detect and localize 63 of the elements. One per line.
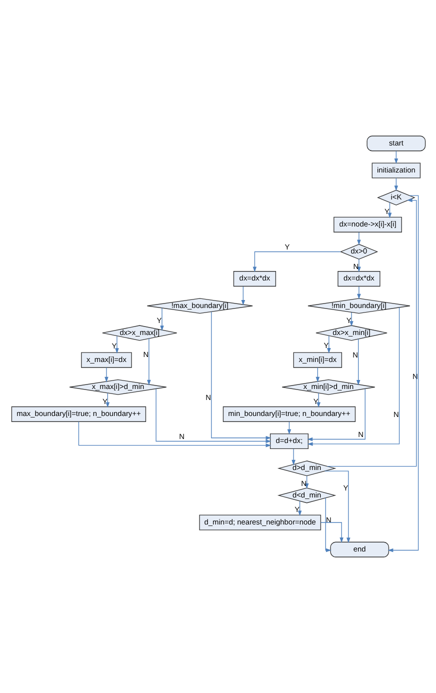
arrow: [104, 367, 108, 382]
arrow: [240, 286, 245, 306]
arrow: [326, 336, 330, 354]
node-box: dx=node->x[i]-x[i]: [333, 216, 402, 232]
arrow: [356, 338, 360, 386]
node-box: d=d+dx;: [269, 433, 308, 450]
edge-label: Y: [284, 242, 290, 252]
node-diamond: d<d_min: [276, 488, 336, 504]
node-box: start: [366, 136, 426, 152]
edge-label: N: [352, 262, 358, 272]
arrow: [324, 498, 331, 552]
edge-label: Y: [111, 341, 116, 350]
edge-label: Y: [294, 505, 300, 514]
edge-label: Y: [323, 341, 328, 350]
edge-label: N: [325, 515, 331, 524]
node-diamond: dx>0: [339, 244, 378, 260]
edge-label: Y: [346, 316, 351, 325]
arrow: [387, 195, 418, 552]
node-diamond: !min_boundary[i]: [307, 298, 410, 314]
arrow: [387, 202, 392, 218]
arrow: [114, 336, 118, 354]
node-box: d_min=d; nearest_neighbor=node: [198, 514, 321, 530]
node-box: dx=dx*dx: [232, 271, 276, 287]
node-diamond: dx>x_min[i]: [315, 325, 387, 341]
arrow: [320, 522, 343, 543]
node-box: x_min[i]=dx: [292, 352, 342, 368]
arrow: [356, 232, 360, 246]
node-box: x_max[i]=dx: [80, 352, 132, 368]
edge-label: N: [142, 350, 148, 360]
edge-label: N: [205, 393, 211, 402]
arrow: [155, 388, 271, 444]
arrow: [316, 392, 320, 408]
edge-label: Y: [312, 396, 318, 406]
edge-label: N: [352, 350, 358, 360]
arrow: [160, 308, 164, 331]
node-box: end: [330, 542, 389, 558]
arrow: [326, 198, 416, 467]
arrow: [105, 392, 110, 408]
arrow: [349, 312, 353, 327]
arrow: [297, 500, 302, 516]
arrow: [252, 251, 340, 272]
arrow: [315, 367, 320, 382]
node-box: max_boundary[i]=true; n_boundary++: [10, 406, 146, 422]
arrow: [210, 311, 271, 440]
arrow: [356, 286, 360, 300]
node-diamond: i<K: [376, 190, 415, 206]
edge-label: Y: [102, 396, 107, 406]
edge-label: N: [358, 430, 364, 440]
edge-label: Y: [342, 484, 348, 493]
edge-label: Y: [384, 206, 390, 216]
edge-label: Y: [156, 316, 162, 325]
edge-label: N: [178, 432, 184, 442]
node-box: min_boundary[i]=true; n_boundary++: [222, 406, 356, 422]
edge-label: N: [300, 478, 306, 488]
arrow: [306, 388, 365, 442]
node-box: initialization: [371, 162, 420, 178]
arrow: [291, 448, 295, 466]
arrow: [78, 421, 271, 448]
edge-label: N: [393, 410, 398, 420]
arrow: [324, 470, 350, 544]
node-box: dx=dx*dx: [337, 271, 380, 287]
arrow: [306, 307, 400, 446]
arrow: [146, 338, 150, 386]
